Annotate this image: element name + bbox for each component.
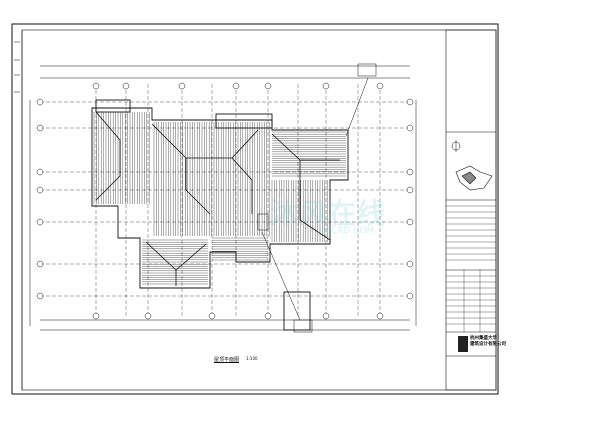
company-name: 杭州集盛大华 建筑设计有限公司: [470, 336, 506, 347]
roof-tile-hatching: [93, 112, 346, 285]
binding-marks: [14, 41, 20, 93]
site-location-sketch: [455, 165, 493, 191]
drawing-scale: 1:100: [246, 356, 258, 361]
inner-border: [21, 29, 497, 391]
watermark-text: 沐风在线: [270, 197, 387, 230]
axis-grid: [40, 84, 410, 318]
roof-outline: [91, 99, 349, 331]
company-logo: [458, 336, 468, 352]
roof-ridges: [95, 111, 340, 286]
company-name-line-2: 建筑设计有限公司: [470, 341, 506, 347]
north-arrow-icon: [451, 140, 461, 152]
drawing-caption: 屋顶平面图: [214, 357, 240, 363]
company-name-line-1: 杭州集盛大华: [470, 336, 497, 341]
axis-bubbles: [36, 82, 414, 320]
title-block: [445, 29, 497, 391]
dimension-lines: [29, 65, 417, 331]
outer-border: [11, 23, 499, 395]
leader-lines: [257, 63, 377, 333]
title-block-rows: [446, 205, 496, 332]
watermark-url: MFCAD.COM: [318, 226, 375, 236]
